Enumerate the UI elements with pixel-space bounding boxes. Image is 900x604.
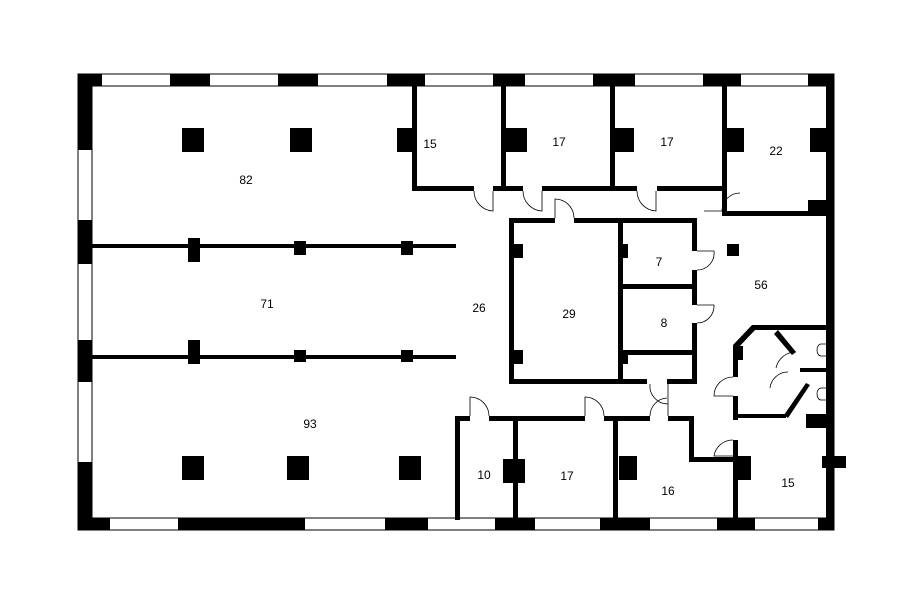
room-label-7: 7	[656, 255, 663, 269]
room-label-17: 17	[560, 469, 574, 483]
room-labels: 82 15 17 17 22 71 26 29 7 8 56 93 10 17 …	[239, 135, 795, 498]
room-label-17: 17	[552, 135, 566, 149]
room-label-22: 22	[769, 144, 783, 158]
room-label-71: 71	[260, 297, 274, 311]
room-label-16: 16	[661, 484, 675, 498]
columns	[182, 128, 830, 483]
room-label-56: 56	[754, 278, 768, 292]
room-label-29: 29	[562, 307, 576, 321]
room-label-93: 93	[303, 417, 317, 431]
room-label-26: 26	[472, 301, 486, 315]
room-label-10: 10	[477, 468, 491, 482]
room-label-15: 15	[423, 137, 437, 151]
room-label-8: 8	[661, 316, 668, 330]
room-label-82: 82	[239, 173, 253, 187]
room-label-17: 17	[660, 135, 674, 149]
room-label-15: 15	[781, 476, 795, 490]
exterior-walls	[77, 73, 846, 531]
doors	[469, 190, 829, 457]
